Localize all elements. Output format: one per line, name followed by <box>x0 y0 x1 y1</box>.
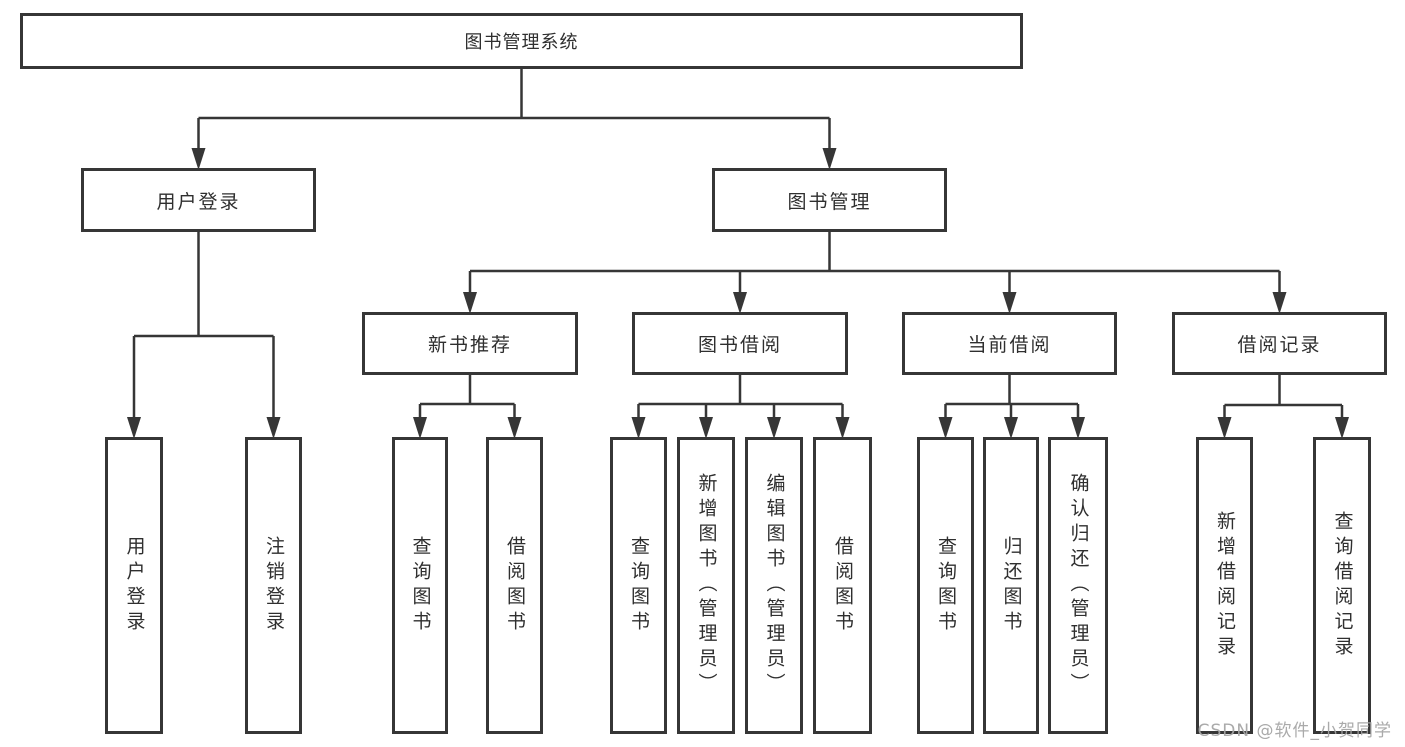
arrowhead-icon <box>1272 292 1287 314</box>
arrowhead-icon <box>507 417 522 439</box>
arrowhead-icon <box>822 148 837 170</box>
node-label: 注销登录 <box>263 535 285 636</box>
arrowhead-icon <box>1071 417 1085 439</box>
arrowhead-icon <box>127 417 141 439</box>
arrowhead-icon <box>1335 417 1349 439</box>
node-label: 编辑图书（管理员） <box>763 473 786 698</box>
node-root: 图书管理系统 <box>20 13 1023 69</box>
node-label: 新增借阅记录 <box>1214 510 1236 661</box>
node-current-borrow: 当前借阅 <box>902 312 1117 375</box>
node-label: 查询图书 <box>935 535 957 636</box>
node-leaf-return-book: 归还图书 <box>983 437 1039 734</box>
node-new-book-rec: 新书推荐 <box>362 312 578 375</box>
node-leaf-edit-book: 编辑图书（管理员） <box>745 437 803 734</box>
arrowhead-icon <box>1217 417 1232 439</box>
node-label: 用户登录 <box>123 535 146 636</box>
node-leaf-add-record: 新增借阅记录 <box>1196 437 1253 734</box>
node-label: 借阅图书 <box>504 535 526 636</box>
node-leaf-borrow-book-2: 借阅图书 <box>813 437 872 734</box>
node-leaf-add-book: 新增图书（管理员） <box>677 437 735 734</box>
node-leaf-confirm-return: 确认归还（管理员） <box>1048 437 1108 734</box>
node-leaf-borrow-book-1: 借阅图书 <box>486 437 543 734</box>
node-label: 借阅记录 <box>1237 334 1322 356</box>
arrowhead-icon <box>1002 292 1017 314</box>
node-leaf-query-book-2: 查询图书 <box>610 437 667 734</box>
arrowhead-icon <box>699 417 713 439</box>
arrowhead-icon <box>266 417 281 439</box>
node-book-borrow: 图书借阅 <box>632 312 848 375</box>
node-label: 当前借阅 <box>967 334 1052 356</box>
node-label: 图书借阅 <box>697 334 782 356</box>
node-label: 查询图书 <box>409 535 432 636</box>
node-label: 图书管理 <box>787 190 872 213</box>
arrowhead-icon <box>413 417 427 439</box>
node-label: 新增图书（管理员） <box>695 473 718 698</box>
node-leaf-query-book-1: 查询图书 <box>392 437 448 734</box>
connector-lines <box>132 69 1344 419</box>
node-label: 确认归还（管理员） <box>1067 473 1090 698</box>
node-label: 新书推荐 <box>427 334 512 356</box>
arrowhead-icon <box>835 417 850 439</box>
node-label: 归还图书 <box>1000 535 1023 636</box>
arrowhead-icon <box>631 417 646 439</box>
node-leaf-query-book-3: 查询图书 <box>917 437 974 734</box>
arrowhead-icon <box>938 417 953 439</box>
arrowhead-icon <box>463 292 477 314</box>
node-leaf-user-login: 用户登录 <box>105 437 163 734</box>
node-label: 图书管理系统 <box>464 32 579 53</box>
node-label: 用户登录 <box>156 190 241 213</box>
arrowhead-icon <box>1004 417 1018 439</box>
arrowhead-icon <box>191 148 206 170</box>
node-leaf-query-record: 查询借阅记录 <box>1313 437 1371 734</box>
node-borrow-records: 借阅记录 <box>1172 312 1387 375</box>
node-label: 查询借阅记录 <box>1331 510 1354 661</box>
watermark-text: CSDN @软件_小贺同学 <box>1197 721 1392 741</box>
arrowhead-icon <box>767 417 781 439</box>
node-label: 借阅图书 <box>832 535 854 636</box>
node-book-mgmt: 图书管理 <box>712 168 947 232</box>
node-user-login: 用户登录 <box>81 168 316 232</box>
node-leaf-logout: 注销登录 <box>245 437 302 734</box>
arrowhead-icon <box>733 292 747 314</box>
node-label: 查询图书 <box>628 535 650 636</box>
